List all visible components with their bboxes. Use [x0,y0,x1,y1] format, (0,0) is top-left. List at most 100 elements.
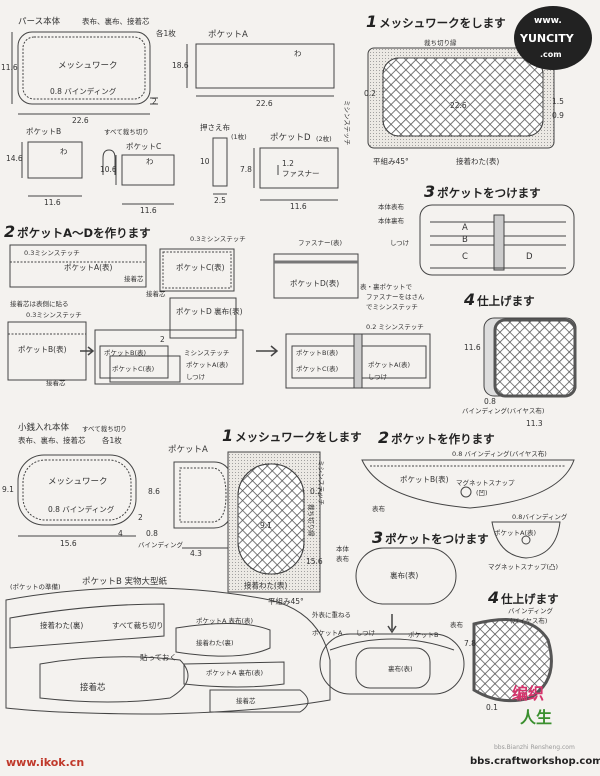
coin-pocket-a-outline [173,461,235,529]
wallet-corner-dim: 2 [152,97,157,106]
interfacing-c: 接着芯 [146,290,166,298]
yuncity-www: www. [534,16,562,26]
pocket-d-width: 11.6 [290,202,307,211]
wallet-body-title: パース本体 [18,17,61,27]
pocket-a-step [9,244,147,288]
cut-bias-label: 裁ち切り縁 [424,39,457,47]
interfacing-a: 接着芯 [124,275,144,283]
wallet-attach-outline [419,204,575,276]
stitch-03-a: 0.3ミシンステッチ [24,249,80,257]
coin-all-cutoff: すべて裁ち切り [82,425,127,433]
pocket-a-width: 22.6 [256,99,273,108]
interfacing-b: 接着芯 [46,379,66,387]
stitch-small: ミシンステッチ [184,349,230,357]
pattern-paste: 貼っておく [140,653,177,662]
pocket-c-outline [121,154,175,186]
bianzhi-logo-2: 人生 [520,708,553,727]
coin-body-note: 表布、裏布、接着芯 [18,436,86,445]
coin-flat45: 平組み45° [268,597,304,606]
pocket-b-outline [27,141,83,179]
coin-magnet: マグネットスナップ [456,479,515,487]
pocket-b-title: ポケットB [26,127,62,136]
pocket-c-fold: わ [146,157,154,166]
coin-shitsuke: しつけ [356,629,376,637]
pattern-ready: (ポケットの準備) [10,583,61,591]
zip-note-3: でミシンステッチ [366,303,418,311]
coin-front-label: 表布 [450,621,463,629]
zipper-front-label: ファスナー(表) [298,239,343,247]
pocket-b-front-label: ポケットB(表) [18,345,67,354]
coin-dim-156: 15.6 [306,557,323,566]
coin-body-outline [17,454,137,526]
pocket-d-zip-dim: 1.2 [282,159,294,168]
coin-pocket-a-front: ポケットA(表) [494,529,537,537]
label-c: C [462,252,468,262]
press-cloth-height: 10 [200,157,210,166]
pocket-c-title: ポケットC [126,142,162,151]
inner-cloth-label: 本体裏布 [378,217,404,225]
coin-body-label: 本体 [336,545,349,553]
stitch-03-c: 0.3ミシンステッチ [190,235,246,243]
label-a: A [462,223,468,233]
machine-stitch-label: ミシンステッチ [343,100,351,146]
coin-pocket-b-made [361,459,575,509]
pattern-all-cut: すべて裁ち切り [112,621,164,630]
back-fold-note: 接着芯は表側に貼る [10,300,69,308]
coin-dim-02: 0.2 [310,487,322,496]
pocket-c-width: 11.6 [140,206,157,215]
coin-bias: 0.8 バインディング(バイヤス布) [452,450,547,458]
pocket-b-height: 14.6 [6,154,23,163]
pocket-d-front-label: ポケットD(表) [290,279,340,288]
shitsuke-3: しつけ [390,239,410,247]
yuncity-logo: www. YUNCITY .com [514,6,592,70]
coin-binding-label: 0.8 バインディング [48,505,115,514]
coin-mesh-label: メッシュワーク [48,477,108,487]
dim-226: 22.6 [450,101,467,110]
coin-mesh-pattern [237,463,305,575]
yuncity-com: .com [540,50,562,59]
coin-dim-78: 7.8 [464,639,476,648]
wallet-body-outline [17,31,151,105]
coin-bias-cloth: (バイヤス布) [510,617,548,625]
pattern-interfacing: 接着芯 [80,683,106,693]
coin-pocket-a-width: 4.3 [190,549,202,558]
press-cloth-outline [212,137,228,187]
pocket-a-small: ポケットA(表) [186,361,229,369]
pocket-a-front-label: ポケットA(表) [64,263,113,272]
press-cloth-width: 2.5 [214,196,226,205]
dim-09: 0.9 [552,111,564,120]
coin-dim-91: 9.1 [260,521,272,530]
pocket-d-title: ポケットD [270,133,311,143]
dim-2: 2 [160,335,165,344]
pocket-b-fold: わ [60,147,68,156]
press-cloth-title: 押さえ布 [200,123,230,132]
padding-front: 接着わた(表) [456,157,500,166]
pattern-interfacing-2: 接着芯 [236,697,256,705]
coin-dim-4: 4 [118,529,123,538]
wallet-mesh-pattern [382,57,544,137]
wallet-body-width: 22.6 [72,116,89,125]
coin-binding: バインディング [508,607,554,615]
stitch-02-label: 0.2 ミシンステッチ [366,323,424,331]
pattern-title: ポケットB 実物大型紙 [82,577,168,587]
bianzhi-small: bbs.Bianzhi Rensheng.com [494,744,575,751]
shitsuke-1: しつけ [186,373,206,381]
wallet-mesh-label: メッシュワーク [58,61,118,71]
wallet-body-count: 各1枚 [156,29,176,38]
wallet-body-note: 表布、裏布、接着芯 [82,17,150,26]
flat-45: 平組み45° [373,157,409,166]
coin-inner-back: 裏布(表) [388,665,413,673]
pocket-a-small-2: ポケットA(表) [368,361,411,369]
pattern-pa-inner: ポケットA 裏布(表) [206,669,264,677]
pocket-b-pattern [5,587,331,715]
coin-height: 9.1 [2,485,14,494]
pocket-a-fold: わ [294,49,302,58]
bianzhi-logo-1: 编织 [512,684,545,703]
coin-attach-outline [319,633,465,695]
pattern-pa-front: ポケットA 表布(表) [196,617,254,625]
